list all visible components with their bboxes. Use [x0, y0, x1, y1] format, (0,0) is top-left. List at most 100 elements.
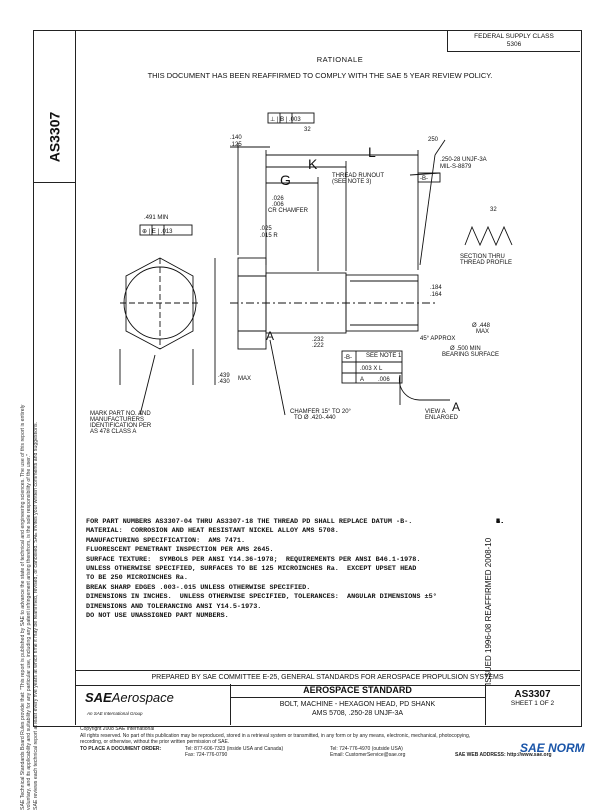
letter-a-2: A	[452, 400, 460, 414]
thread-spec-2: MIL-S-8879	[440, 164, 472, 170]
bearing-4: BEARING SURFACE	[442, 352, 499, 358]
note-number: 8.	[496, 518, 505, 526]
doc-number-box: AS3307 SHEET 1 OF 2	[485, 684, 580, 725]
grip-bot: .222	[312, 343, 324, 349]
dim-l: L	[368, 144, 376, 160]
width-top: .439	[218, 373, 230, 379]
sheet-number: SHEET 1 OF 2	[510, 700, 555, 707]
title-doc-number: AS3307	[514, 689, 551, 700]
title-line-1: BOLT, MACHINE - HEXAGON HEAD, PD SHANK	[279, 701, 436, 708]
note-number: 5.	[496, 518, 505, 526]
radius-2: .015 R	[260, 233, 278, 239]
view-a-enlarged	[398, 374, 450, 401]
fsc-value: 5306	[506, 41, 522, 48]
side-text-line: SAE reviews each technical report at lea…	[32, 422, 39, 810]
bolt-drawing: ⊥ | B | .003 ⊕ | E | .013 .140 .125 32 2…	[90, 112, 513, 435]
angle-32: 32	[304, 127, 311, 133]
left-column	[33, 30, 76, 725]
chamfer-3: CR CHAMFER	[268, 208, 309, 214]
footer-tel-2: Tel: 724-776-4970 (outside USA)	[330, 745, 403, 752]
page-frame	[33, 30, 582, 727]
note-text: DO NOT USE UNASSIGNED PART NUMBERS.	[86, 612, 229, 621]
footer: Copyright 2008 SAE International All rig…	[80, 726, 600, 759]
footer-rights: All rights reserved. No part of this pub…	[80, 732, 471, 739]
note-item: 8. DIMENSIONS AND TOLERANCING ANSI Y14.5-…	[86, 518, 526, 612]
chamfer-b2: TO Ø .420-.440	[294, 415, 336, 421]
approx: 45° APPROX	[420, 336, 455, 342]
note-text: MATERIAL: CORROSION AND HEAT RESISTANT N…	[86, 527, 339, 536]
note-text: MANUFACTURING SPECIFICATION: AMS 7471.	[86, 536, 246, 545]
hex-max: MAX	[238, 376, 251, 382]
fsc-label: FEDERAL SUPPLY CLASS	[474, 33, 554, 40]
note-number: 3.	[496, 518, 505, 526]
section-2: THREAD PROFILE	[460, 260, 512, 266]
datum-b-box	[417, 172, 441, 183]
note-text: BREAK SHARP EDGES .003-.015 UNLESS OTHER…	[86, 583, 311, 592]
fcf-box	[341, 350, 403, 384]
section-1: SECTION THRU	[460, 254, 505, 260]
note-text: SURFACE TEXTURE: SYMBOLS PER ANSI Y14.36…	[86, 555, 421, 583]
note-text: DIMENSIONS AND TOLERANCING ANSI Y14.5-19…	[86, 602, 262, 611]
thread-profile	[464, 225, 513, 247]
mark-4: AS 478 CLASS A	[90, 429, 136, 435]
tol-box-a	[267, 112, 315, 124]
standard-label: AEROSPACE STANDARD	[230, 684, 485, 698]
view-2: ENLARGED	[425, 415, 459, 421]
min-label: .491 MIN	[144, 215, 168, 221]
thread-runout-2: (SEE NOTE 3)	[332, 179, 371, 185]
order-label: TO PLACE A DOCUMENT ORDER:	[80, 745, 162, 752]
rationale-text: THIS DOCUMENT HAS BEEN REAFFIRMED TO COM…	[147, 71, 493, 80]
tol-box-b	[139, 224, 193, 236]
prepared-by: PREPARED BY SAE COMMITTEE E-25, GENERAL …	[75, 670, 580, 686]
mark-2: MANUFACTURERS	[90, 417, 144, 423]
footer-tel-1: Tel: 877-606-7323 (inside USA and Canada…	[185, 745, 284, 752]
width-bot: .430	[218, 379, 230, 385]
tol-box-a-text: ⊥ | B | .003	[270, 116, 301, 123]
footer-copyright: Copyright 2008 SAE International	[80, 726, 155, 732]
logo-word: Aerospace	[111, 690, 174, 705]
note-number: 7.	[496, 518, 505, 526]
letter-a-1: A	[266, 329, 274, 343]
dia-bot: .164	[430, 292, 442, 298]
hex-head-outline	[125, 257, 194, 350]
note-item: 3. MANUFACTURING SPECIFICATION: AMS 7471.	[86, 518, 526, 546]
angle-250: 250	[428, 137, 439, 143]
chamfer-1: .026	[272, 196, 284, 202]
bearing-1: Ø .448	[472, 323, 491, 329]
side-disclaimer: SAE Technical Standards Board Rules prov…	[20, 170, 60, 810]
note-item: 6. BREAK SHARP EDGES .003-.015 UNLESS OTH…	[86, 518, 526, 593]
mark-1: MARK PART NO. AND	[90, 411, 151, 417]
dim-g: G	[280, 172, 291, 188]
issued-reaffirmed: ISSUED 1996-08 REAFFIRMED 2008-10	[484, 537, 493, 685]
head-side	[237, 257, 267, 350]
note-item: 7. DIMENSIONS IN INCHES. UNLESS OTHERWISE…	[86, 518, 526, 602]
footer-email: Email: CustomerService@sae.org	[330, 752, 406, 759]
note-item: 9. DO NOT USE UNASSIGNED PART NUMBERS.	[86, 518, 526, 621]
dim-k: K	[308, 156, 318, 172]
note-number: 1.	[496, 518, 505, 526]
left-column-divider	[33, 182, 75, 183]
note-number: 9.	[496, 518, 505, 526]
note-item: 1.FOR PART NUMBERS AS3307-04 THRU AS3307…	[86, 518, 526, 527]
datum-b: -B-	[420, 176, 428, 182]
thread-runout-1: THREAD RUNOUT	[332, 173, 384, 179]
footer-fax: Fax: 724-776-0790	[185, 752, 228, 759]
title-line-2: AMS 5708, .250-28 UNJF-3A	[311, 710, 404, 717]
note-number: 4.	[496, 518, 505, 526]
fcf-row1: .003 X L	[360, 366, 383, 372]
bearing-3: Ø .500 MIN	[450, 346, 481, 352]
notes-list: 1.FOR PART NUMBERS AS3307-04 THRU AS3307…	[86, 518, 526, 621]
dia-top: .184	[430, 285, 442, 291]
title-block: SAEAerospace An SAE International Group …	[75, 684, 580, 725]
note-item: 4.FLUORESCENT PENETRANT INSPECTION PER A…	[86, 518, 526, 555]
radius-1: .025	[260, 226, 272, 232]
grip-top: .232	[312, 337, 324, 343]
tol-box-b-text: ⊕ | E | .013	[142, 229, 173, 235]
watermark: SAE NORM	[520, 741, 585, 755]
footer-web[interactable]: SAE WEB ADDRESS: http://www.sae.org	[455, 752, 552, 759]
note-text: DIMENSIONS IN INCHES. UNLESS OTHERWISE S…	[86, 593, 437, 602]
fcf-datum: -B-	[344, 355, 352, 361]
fcf-row2b: .006	[378, 377, 390, 383]
head-thk-bot: .125	[230, 142, 242, 148]
note-number: 6.	[496, 518, 505, 526]
